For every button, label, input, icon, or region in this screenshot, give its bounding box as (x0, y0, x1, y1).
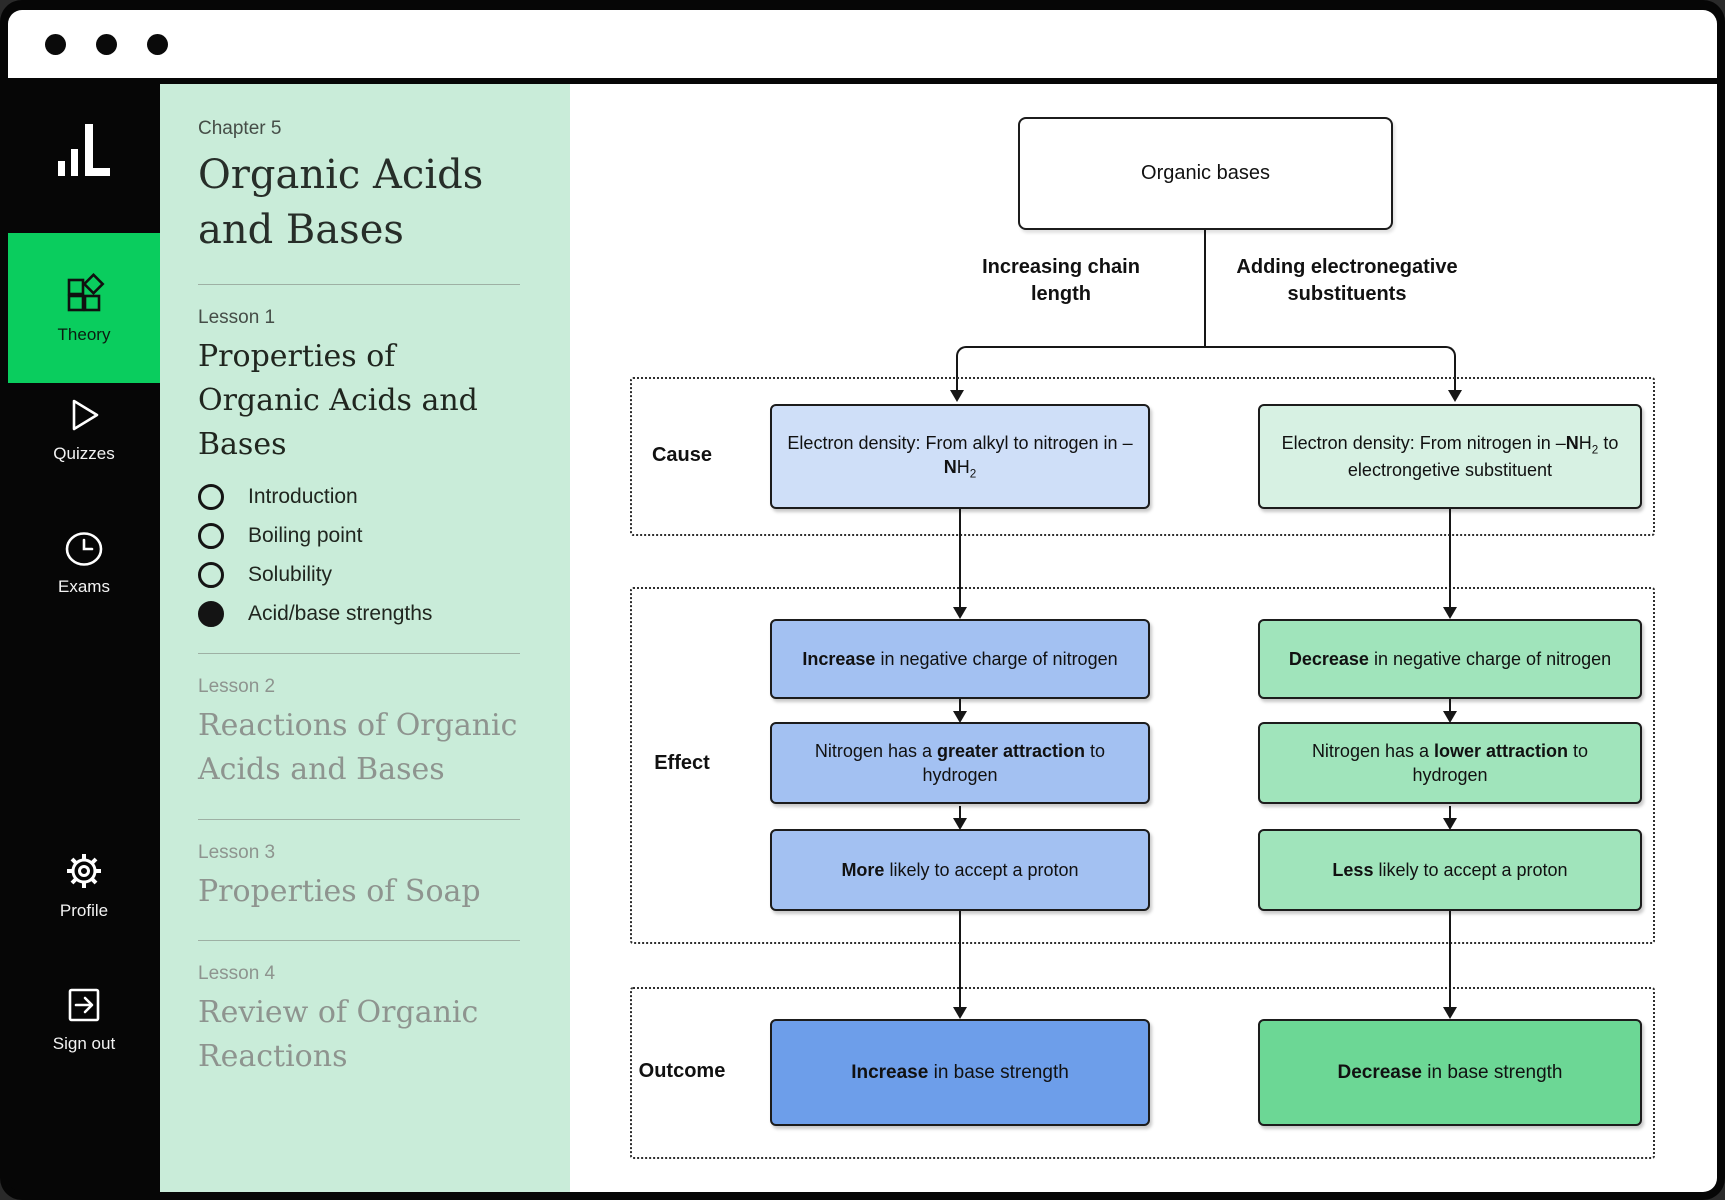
chapter-label: Chapter 5 (198, 118, 282, 139)
arrow-down-icon (953, 806, 967, 830)
topic-label: Introduction (248, 484, 358, 508)
divider (198, 939, 520, 941)
topic-introduction[interactable]: Introduction (198, 483, 520, 510)
sidebar-item-theory[interactable]: Theory (8, 233, 160, 383)
flow-box-right-cause: Electron density: From nitrogen in –NH2 … (1258, 404, 1642, 509)
arrow-down-icon (953, 509, 967, 619)
arrowhead-icon (1448, 390, 1462, 402)
arrow-down-icon (1443, 911, 1457, 1019)
window-content: Theory Quizzes Exams (8, 84, 1717, 1192)
sidebar-item-quizzes[interactable]: Quizzes (8, 393, 160, 464)
lesson-title[interactable]: Properties of Organic Acids and Bases (198, 338, 478, 463)
lesson-title: Properties of Soap (198, 873, 481, 909)
sidebar-item-label: Exams (58, 577, 110, 596)
window-titlebar (8, 10, 1717, 78)
play-icon (61, 393, 107, 437)
divider (198, 652, 520, 654)
lesson-title: Reactions of Organic Acids and Bases (198, 707, 518, 788)
branch-label-right: Adding electronegative substituents (1236, 256, 1458, 305)
sidebar-item-label: Theory (57, 324, 111, 344)
lesson-label: Lesson 2 (198, 675, 276, 697)
app-logo bar-chart-logo-icon (56, 122, 112, 178)
topic-boiling-point[interactable]: Boiling point (198, 522, 520, 549)
sign-out-icon (61, 983, 107, 1027)
lesson-4-section[interactable]: Lesson 4 Review of Organic Reactions (198, 963, 520, 1080)
sidebar-item-label: Profile (59, 901, 109, 920)
flow-box-left-outcome: Increase in base strength (770, 1019, 1150, 1126)
lessons-sidebar: Chapter 5 Organic Acids and Bases Lesson… (160, 84, 570, 1192)
sidebar-item-sign-out[interactable]: Sign out (8, 983, 160, 1054)
lesson-topics: Introduction Boiling point Solubility Ac… (198, 483, 520, 627)
sidebar-item-exams[interactable]: Exams (8, 528, 160, 597)
flow-box-root: Organic bases (1018, 117, 1393, 230)
arrow-down-icon (1443, 806, 1457, 830)
connector-branch (956, 346, 1456, 390)
branch-label-left: Increasing chain length (982, 256, 1140, 305)
topic-label: Solubility (248, 562, 333, 586)
flow-box-right-effect-3: Less likely to accept a proton (1258, 829, 1642, 911)
row-label-cause: Cause (651, 444, 713, 466)
flow-box-right-effect-1: Decrease in negative charge of nitrogen (1258, 619, 1642, 699)
lesson-label: Lesson 4 (198, 962, 276, 984)
progress-circle-icon (198, 522, 224, 549)
lesson-1-section: Lesson 1 Properties of Organic Acids and… (198, 307, 520, 627)
lesson-label: Lesson 3 (198, 841, 276, 863)
flow-box-left-cause: Electron density: From alkyl to nitrogen… (770, 404, 1150, 509)
diagram-canvas: Organic bases Increasing chain length Ad… (570, 84, 1717, 1192)
lesson-3-section[interactable]: Lesson 3 Properties of Soap (198, 842, 520, 914)
connector-stem (1204, 230, 1206, 346)
flow-box-left-effect-1: Increase in negative charge of nitrogen (770, 619, 1150, 699)
clock-icon (61, 528, 107, 570)
lesson-title: Review of Organic Reactions (198, 994, 479, 1075)
chapter-title: Organic Acids and Bases (198, 152, 484, 253)
sidebar-item-label: Quizzes (53, 444, 115, 463)
row-container-outcome (630, 987, 1655, 1159)
flow-box-right-effect-2: Nitrogen has a lower attraction to hydro… (1258, 722, 1642, 804)
arrow-down-icon (1443, 509, 1457, 619)
arrow-down-icon (1443, 699, 1457, 723)
window-control-dot[interactable] (147, 33, 168, 55)
divider (198, 818, 520, 820)
arrowhead-icon (950, 390, 964, 402)
lesson-2-section[interactable]: Lesson 2 Reactions of Organic Acids and … (198, 676, 520, 793)
row-label-outcome: Outcome (638, 1060, 726, 1082)
progress-circle-filled-icon (198, 600, 224, 627)
bar-chart-logo-icon (58, 124, 110, 176)
window-control-dot[interactable] (45, 33, 66, 55)
flow-box-left-effect-2: Nitrogen has a greater attraction to hyd… (770, 722, 1150, 804)
flow-box-left-effect-3: More likely to accept a proton (770, 829, 1150, 911)
topic-label: Acid/base strengths (248, 601, 433, 625)
topic-acid-base-strengths[interactable]: Acid/base strengths (198, 600, 520, 627)
progress-circle-icon (198, 561, 224, 588)
blocks-icon (61, 272, 107, 318)
topic-solubility[interactable]: Solubility (198, 561, 520, 588)
sidebar-item-label: Sign out (52, 1034, 116, 1053)
row-label-effect: Effect (654, 752, 710, 774)
divider (198, 283, 520, 285)
progress-circle-icon (198, 483, 224, 510)
nav-sidebar: Theory Quizzes Exams (8, 84, 160, 1192)
gear-icon (61, 848, 107, 894)
lesson-label: Lesson 1 (198, 306, 276, 328)
sidebar-item-profile[interactable]: Profile (8, 848, 160, 921)
row-container-cause (630, 377, 1655, 536)
flow-box-right-outcome: Decrease in base strength (1258, 1019, 1642, 1126)
topic-label: Boiling point (248, 523, 363, 547)
arrow-down-icon (953, 911, 967, 1019)
row-container-effect (630, 587, 1655, 944)
arrow-down-icon (953, 699, 967, 723)
window-control-dot[interactable] (96, 33, 117, 55)
